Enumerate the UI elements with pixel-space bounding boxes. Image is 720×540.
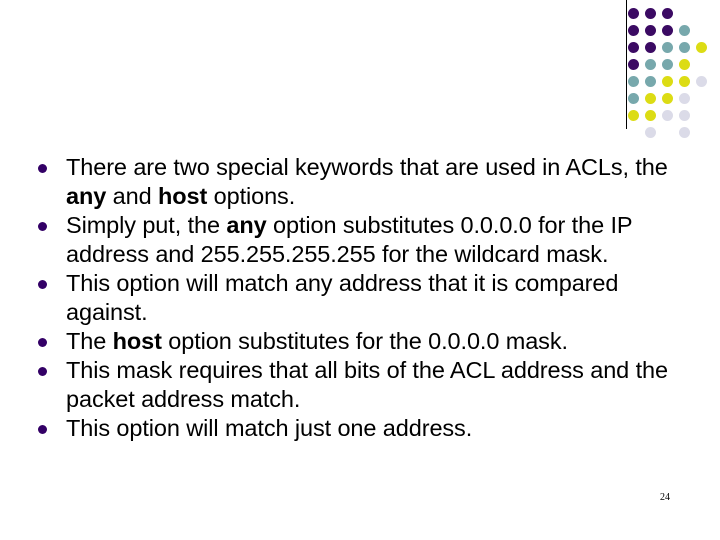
decorative-dot-grid [628, 8, 720, 138]
decorative-dot [645, 8, 656, 19]
bullet-text-run: This mask requires that all bits of the … [66, 357, 675, 412]
decorative-dot [679, 93, 690, 104]
bullet-text-emphasis: any [66, 183, 107, 209]
bullet-text-run: and [106, 183, 158, 209]
decorative-dot [628, 59, 639, 70]
bullet-item: Simply put, the any option substitutes 0… [34, 211, 682, 269]
decorative-dot [679, 127, 690, 138]
decorative-dot [628, 110, 639, 121]
slide-body-content: There are two special keywords that are … [34, 153, 682, 443]
bullet-item: This option will match any address that … [34, 269, 682, 327]
bullet-text-run: The [66, 328, 113, 354]
decorative-dot [645, 42, 656, 53]
decorative-dot [679, 25, 690, 36]
decorative-dot [662, 8, 673, 19]
bullet-text-run: option substitutes 0.0.0.0 for the IP ad… [66, 212, 639, 267]
decorative-dot [679, 110, 690, 121]
bullet-marker-icon [34, 269, 66, 298]
bullet-marker-icon [34, 153, 66, 182]
decorative-dot [645, 59, 656, 70]
decorative-dot [645, 127, 656, 138]
bullet-text: The host option substitutes for the 0.0.… [66, 327, 682, 356]
bullet-text-run: options. [207, 183, 296, 209]
decorative-dot [679, 76, 690, 87]
page-number: 24 [660, 492, 670, 503]
bullet-marker-icon [34, 211, 66, 240]
bullet-text-run: This option will match just one address. [66, 415, 473, 441]
bullet-text: This option will match just one address. [66, 414, 682, 443]
bullet-text-run: option substitutes for the 0.0.0.0 mask. [161, 328, 568, 354]
decorative-dot [662, 25, 673, 36]
decorative-dot [662, 110, 673, 121]
bullet-text-emphasis: host [157, 183, 208, 209]
decorative-dot [696, 76, 707, 87]
bullet-item: This option will match just one address. [34, 414, 682, 443]
decorative-dot [662, 59, 673, 70]
bullet-marker-icon [34, 327, 66, 356]
bullet-text-run: Simply put, the [66, 212, 227, 238]
decorative-dot [628, 42, 639, 53]
decorative-dot [628, 25, 639, 36]
decorative-dot [628, 76, 639, 87]
decorative-dot [645, 93, 656, 104]
decorative-dot [645, 110, 656, 121]
bullet-text: This mask requires that all bits of the … [66, 356, 682, 414]
decorative-dot [679, 42, 690, 53]
bullet-text-run: There are two special keywords that are … [66, 154, 675, 180]
decorative-dot [662, 42, 673, 53]
bullet-text-emphasis: any [226, 212, 267, 238]
bullet-text-run: This option will match any address that … [66, 270, 625, 325]
bullet-text: Simply put, the any option substitutes 0… [66, 211, 682, 269]
decorative-dot [645, 25, 656, 36]
bullet-marker-icon [34, 414, 66, 443]
bullet-marker-icon [34, 356, 66, 385]
bullet-item: This mask requires that all bits of the … [34, 356, 682, 414]
bullet-text: This option will match any address that … [66, 269, 682, 327]
decorative-dot [628, 93, 639, 104]
header-divider-rule [626, 0, 627, 129]
decorative-dot [679, 59, 690, 70]
decorative-dot [628, 8, 639, 19]
bullet-item: The host option substitutes for the 0.0.… [34, 327, 682, 356]
bullet-text: There are two special keywords that are … [66, 153, 682, 211]
decorative-dot [662, 93, 673, 104]
bullet-text-emphasis: host [112, 328, 162, 354]
decorative-dot [696, 42, 707, 53]
decorative-dot [645, 76, 656, 87]
decorative-dot [662, 76, 673, 87]
bullet-item: There are two special keywords that are … [34, 153, 682, 211]
